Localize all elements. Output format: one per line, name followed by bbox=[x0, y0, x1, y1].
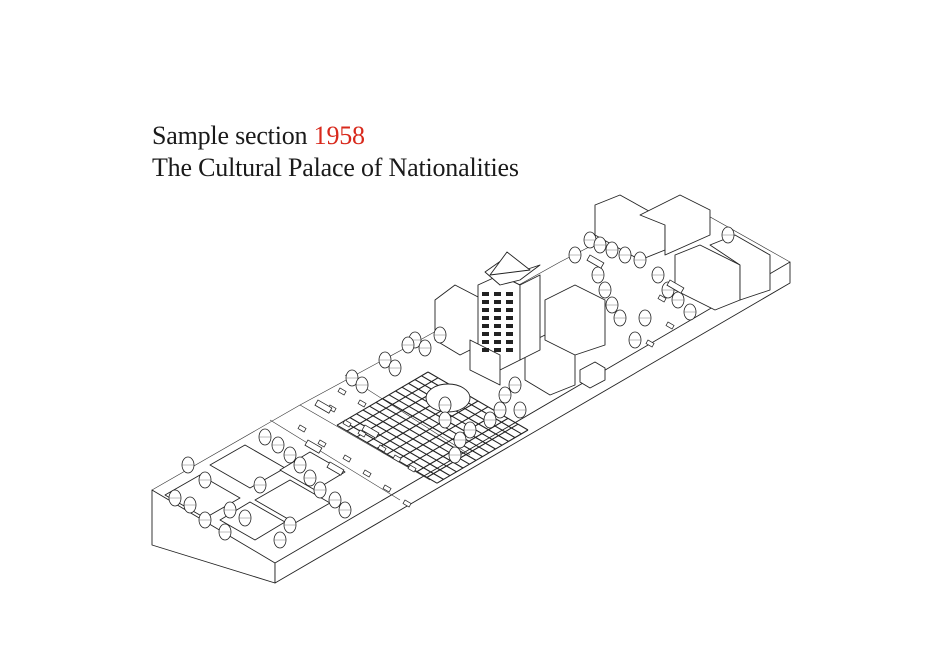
bus-icon bbox=[304, 439, 323, 454]
car-icon bbox=[342, 454, 352, 463]
bus-icon bbox=[361, 424, 380, 439]
window bbox=[506, 332, 513, 336]
grid-line bbox=[408, 382, 509, 442]
window bbox=[494, 340, 501, 344]
bus-icon bbox=[314, 399, 333, 414]
palace-tower bbox=[469, 251, 541, 386]
window bbox=[482, 308, 489, 312]
grid-line bbox=[427, 371, 529, 431]
window bbox=[494, 324, 501, 328]
car-icon bbox=[657, 294, 667, 303]
trees bbox=[168, 226, 735, 549]
car-icon bbox=[317, 439, 327, 448]
car-icon bbox=[392, 454, 402, 463]
window bbox=[506, 316, 513, 320]
bus-icon bbox=[586, 254, 605, 269]
window bbox=[494, 308, 501, 312]
car-icon bbox=[357, 399, 367, 408]
car-icon bbox=[362, 469, 372, 478]
window bbox=[506, 340, 513, 344]
window bbox=[482, 340, 489, 344]
car-icon bbox=[645, 339, 655, 348]
window bbox=[506, 348, 513, 352]
car-icon bbox=[342, 419, 352, 428]
grid-line bbox=[388, 394, 490, 454]
window bbox=[494, 292, 501, 296]
window bbox=[506, 300, 513, 304]
bus-icon bbox=[666, 279, 685, 294]
car-icon bbox=[665, 321, 675, 330]
car-icon bbox=[357, 429, 367, 438]
car-icon bbox=[377, 444, 387, 453]
window bbox=[482, 348, 489, 352]
title-line-2: The Cultural Palace of Nationalities bbox=[152, 153, 519, 182]
grid-line bbox=[401, 386, 503, 446]
window bbox=[482, 324, 489, 328]
vehicles bbox=[297, 254, 685, 508]
window bbox=[494, 332, 501, 336]
window bbox=[506, 324, 513, 328]
grid-line bbox=[362, 409, 464, 469]
bus-icon bbox=[326, 461, 345, 476]
grid-line bbox=[382, 398, 483, 458]
drawing-title: Sample section 1958 The Cultural Palace … bbox=[152, 120, 519, 184]
car-icon bbox=[402, 499, 412, 508]
title-year: 1958 bbox=[313, 121, 365, 150]
window bbox=[506, 292, 513, 296]
car-icon bbox=[382, 484, 392, 493]
window bbox=[506, 308, 513, 312]
right-buildings bbox=[579, 194, 771, 389]
window bbox=[494, 316, 501, 320]
title-prefix: Sample section bbox=[152, 121, 308, 150]
window bbox=[482, 316, 489, 320]
window bbox=[482, 292, 489, 296]
title-line-1: Sample section 1958 bbox=[152, 120, 519, 152]
car-icon bbox=[337, 387, 347, 396]
window bbox=[482, 300, 489, 304]
window bbox=[494, 300, 501, 304]
window bbox=[482, 332, 489, 336]
grid-line bbox=[356, 413, 457, 473]
grid-line bbox=[336, 424, 438, 484]
car-icon bbox=[297, 424, 307, 433]
car-icon bbox=[407, 464, 417, 473]
window bbox=[494, 348, 501, 352]
